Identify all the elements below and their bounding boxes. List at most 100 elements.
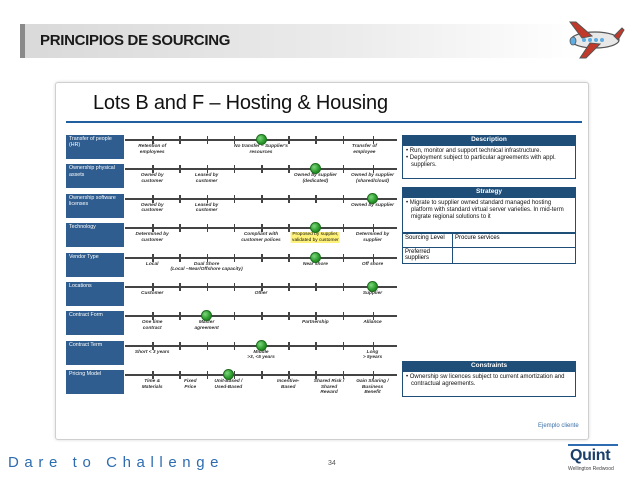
scale-tick	[179, 312, 181, 321]
scale-tick	[288, 253, 290, 262]
scale-tick	[315, 136, 317, 144]
scale-tick	[179, 224, 181, 233]
scale-option: Owned by supplier(dedicated)	[293, 173, 337, 184]
scale-option: Unit-Based /Used-Based	[214, 379, 243, 390]
criteria-label-text: Contract Form	[69, 312, 103, 319]
scale-option: Proposed by supplier,validated by custom…	[291, 232, 340, 244]
scale-tick	[288, 312, 290, 321]
scale-tick	[179, 371, 181, 380]
scale-tick	[342, 341, 345, 350]
criteria-label-text: Locations	[69, 283, 92, 289]
scale-option: Other	[254, 291, 268, 296]
title-bar: PRINCIPIOS DE SOURCING	[20, 24, 580, 58]
scale-tick	[261, 371, 263, 380]
scale-tick	[233, 253, 236, 262]
criteria-label: Locations	[66, 282, 124, 306]
criteria-label-text: Technology	[69, 224, 96, 231]
scale-tick	[315, 194, 317, 203]
scale-tick	[372, 341, 375, 350]
scale-tick	[233, 312, 236, 321]
scale-option: Owned by supplier	[351, 202, 394, 208]
table-row: Sourcing Level Procure services	[402, 233, 576, 248]
scale-option: Dual Shore(Local –Near/Offshore capacity…	[170, 261, 243, 273]
page-title: PRINCIPIOS DE SOURCING	[40, 32, 231, 49]
constraints-item: • Ownership sw licences subject to curre…	[406, 374, 565, 387]
scale-tick	[342, 283, 345, 291]
scale-tick	[315, 312, 317, 321]
scale-tick	[372, 371, 375, 380]
criteria-label-text: Vendor Type	[69, 253, 99, 260]
scale-tick	[261, 165, 263, 174]
scale-tick	[233, 224, 236, 233]
scale-tick	[152, 253, 154, 262]
scale-option: Long> 5years	[362, 349, 383, 361]
scale-tick	[152, 194, 154, 203]
selected-marker	[367, 192, 379, 204]
criteria-label: Contract Form	[66, 311, 124, 336]
criteria-label: Ownership physical assets	[66, 164, 124, 189]
scale-option: Off shore	[361, 261, 384, 267]
strategy-table: Sourcing Level Procure services Preferre…	[402, 233, 576, 264]
scale-option: Local	[145, 261, 159, 267]
title-divider	[66, 121, 582, 123]
scale-tick	[206, 341, 209, 350]
scale-tick	[288, 224, 290, 233]
strategy-header: Strategy	[402, 187, 576, 197]
criteria-scale: Customer Other Supplier	[125, 281, 397, 306]
scale-tick	[342, 194, 345, 203]
scale-tick	[179, 283, 181, 291]
scale-tick	[372, 312, 375, 321]
scale-tick	[152, 136, 154, 144]
scale-tick	[179, 253, 181, 262]
airplane-icon	[569, 21, 625, 59]
criteria-label-text: Ownership physical assets	[69, 165, 115, 178]
scale-tick	[261, 224, 263, 233]
scale-option: Supplier	[362, 291, 383, 296]
scale-tick	[288, 371, 290, 380]
table-key: Preferred suppliers	[402, 247, 453, 264]
description-body: • Run, monitor and support technical inf…	[402, 145, 576, 179]
scale-tick	[233, 283, 236, 291]
scale-tick	[342, 165, 345, 174]
selected-marker	[309, 222, 321, 234]
criteria-label-text: Transfer of people (HR)	[69, 136, 112, 149]
title-accent	[20, 24, 25, 58]
scale-option: Near shore	[302, 261, 328, 267]
scale-tick	[179, 136, 181, 144]
scale-tick	[372, 136, 375, 144]
scale-tick	[206, 224, 209, 233]
scale-tick	[315, 341, 317, 350]
selected-marker	[222, 369, 234, 381]
scale-tick	[233, 136, 236, 144]
scale-tick	[342, 312, 345, 321]
scale-tick	[288, 283, 290, 291]
scale-tick	[152, 371, 154, 380]
scale-tick	[342, 253, 345, 262]
scale-tick	[261, 312, 263, 321]
criteria-label-text: Pricing Model	[69, 371, 102, 378]
scale-tick	[206, 371, 209, 380]
scale-option: Customer	[140, 291, 164, 296]
criteria-label: Pricing Model	[66, 370, 124, 395]
scale-option: Partnership	[302, 320, 329, 326]
scale-tick	[342, 224, 345, 233]
scale-tick	[342, 371, 345, 380]
criteria-label: Transfer of people (HR)	[66, 135, 124, 159]
constraints-header: Constraints	[402, 361, 576, 371]
scale-option: Owned by supplier(shared/cloud)	[351, 173, 394, 184]
scale-tick	[206, 253, 209, 262]
selected-marker	[309, 163, 321, 175]
scale-tick	[152, 312, 154, 321]
selected-marker	[201, 310, 213, 322]
